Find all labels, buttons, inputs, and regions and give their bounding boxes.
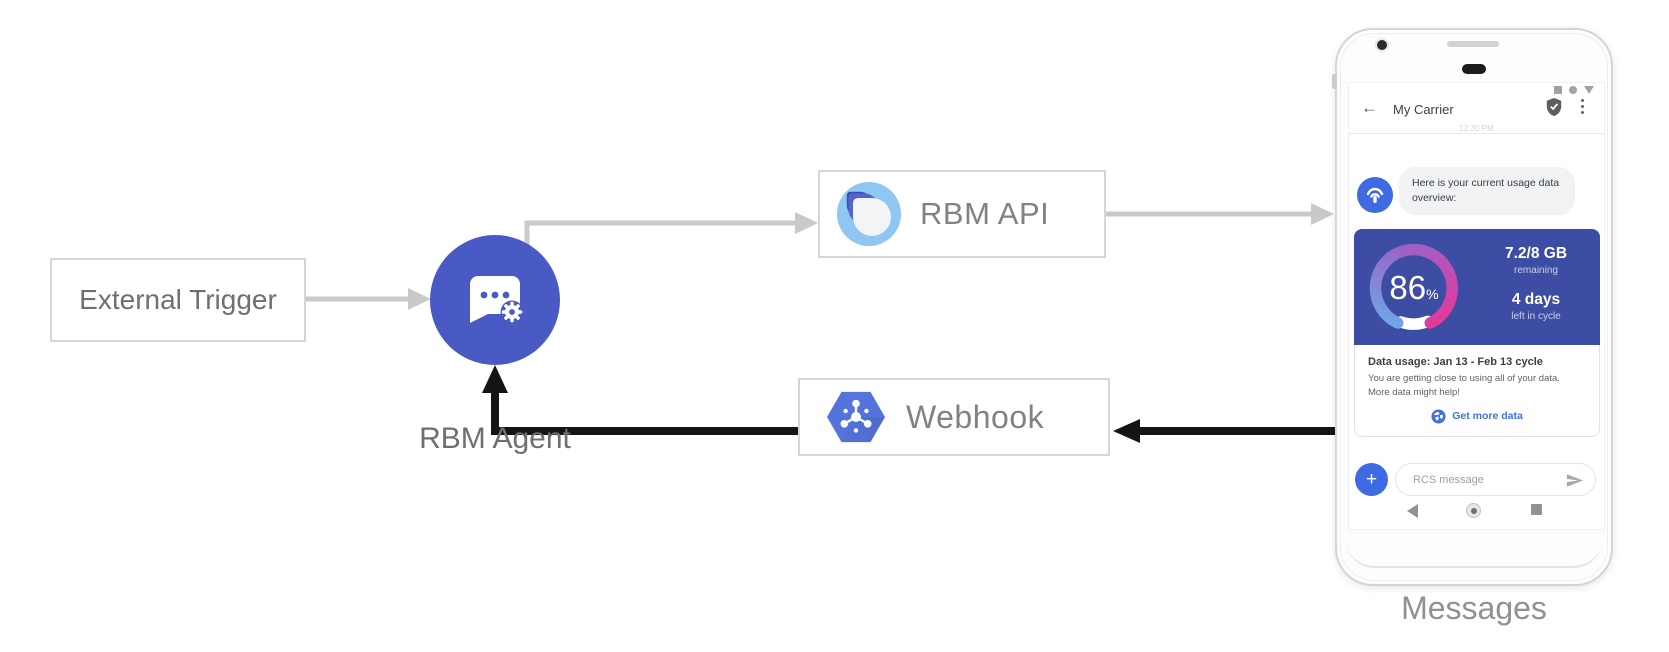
camera-icon (1377, 40, 1387, 50)
webhook-node: Webhook (798, 378, 1110, 456)
usage-gauge-panel: 86 % 7.2/8 GB remaining 4 days left in c… (1354, 229, 1600, 345)
get-more-data-button[interactable]: Get more data (1368, 409, 1586, 424)
gauge-percent-unit: % (1426, 286, 1439, 302)
cycle-days-label: left in cycle (1511, 311, 1561, 322)
gauge-percent: 86 % (1366, 240, 1462, 336)
nav-home-icon[interactable] (1466, 503, 1481, 518)
rbm-api-node: RBM API (818, 170, 1106, 258)
bot-message-bubble: Here is your current usage data overview… (1399, 167, 1575, 216)
usage-card-details: Data usage: Jan 13 - Feb 13 cycle You ar… (1354, 345, 1600, 437)
globe-icon (1431, 409, 1446, 424)
remaining-label: remaining (1514, 265, 1558, 276)
gauge-percent-value: 86 (1389, 269, 1427, 306)
send-icon[interactable] (1566, 473, 1584, 488)
usage-stats: 7.2/8 GB remaining 4 days left in cycle (1480, 245, 1592, 322)
header-divider (1349, 133, 1604, 134)
phone-bezel (1340, 33, 1608, 581)
earpiece (1462, 64, 1486, 74)
external-trigger-label: External Trigger (79, 284, 277, 315)
status-square-icon (1554, 86, 1562, 94)
external-trigger-node: External Trigger (50, 258, 306, 342)
broadcast-icon (1366, 187, 1384, 203)
verified-badge-icon (1545, 97, 1563, 122)
data-usage-card: 86 % 7.2/8 GB remaining 4 days left in c… (1354, 229, 1600, 437)
add-attachment-button[interactable]: + (1355, 463, 1388, 496)
usage-card-body-line2: More data might help! (1368, 386, 1460, 398)
speaker-slot (1447, 41, 1499, 47)
chat-agent-icon (470, 276, 524, 324)
usage-gauge (1369, 243, 1458, 330)
arrowhead-phone-to-webhook (1113, 419, 1140, 443)
webhook-label: Webhook (906, 398, 1045, 435)
status-bar (1554, 86, 1594, 94)
usage-card-body-line1: You are getting close to using all of yo… (1368, 373, 1560, 384)
rcs-message-input[interactable] (1411, 472, 1555, 487)
arrow-webhook-to-agent (491, 392, 798, 435)
remaining-value: 7.2/8 GB (1504, 245, 1568, 262)
overflow-menu-icon[interactable] (1579, 97, 1586, 116)
carrier-avatar (1357, 177, 1393, 213)
phone-side-button (1332, 74, 1337, 89)
arrow-agent-to-api (524, 220, 795, 250)
conversation-title: My Carrier (1393, 102, 1454, 117)
messages-app-screen: ← My Carrier 12:30 PM Here is your curre… (1348, 82, 1605, 530)
phone-chin-seam (1345, 538, 1603, 568)
pubsub-hexagon-icon (827, 391, 885, 443)
gear-icon (500, 300, 524, 324)
nav-recents-icon[interactable] (1531, 504, 1542, 515)
rbm-api-label: RBM API (920, 196, 1050, 231)
arrowhead-external-to-agent (408, 288, 431, 310)
arrowhead-webhook-to-agent (482, 365, 508, 393)
status-circle-icon (1569, 86, 1577, 94)
back-arrow-icon[interactable]: ← (1361, 98, 1378, 117)
arrowhead-agent-to-api (795, 212, 818, 234)
phone-mockup: ← My Carrier 12:30 PM Here is your curre… (1332, 28, 1613, 586)
phone-caption: Messages (1401, 590, 1547, 626)
android-nav-bar (1349, 502, 1604, 520)
nav-back-icon[interactable] (1407, 504, 1418, 518)
rbm-agent-label: RBM Agent (419, 422, 571, 455)
message-timestamp: 12:30 PM (1459, 124, 1494, 133)
compose-bar (1395, 463, 1596, 496)
status-triangle-icon (1584, 86, 1594, 94)
arrowhead-api-to-phone (1311, 203, 1334, 225)
usage-card-title: Data usage: Jan 13 - Feb 13 cycle (1368, 356, 1543, 368)
rbm-agent-node (430, 235, 560, 365)
rbm-api-logo-icon (837, 182, 901, 246)
get-more-data-label: Get more data (1452, 410, 1523, 423)
cycle-days-value: 4 days (1511, 291, 1561, 308)
